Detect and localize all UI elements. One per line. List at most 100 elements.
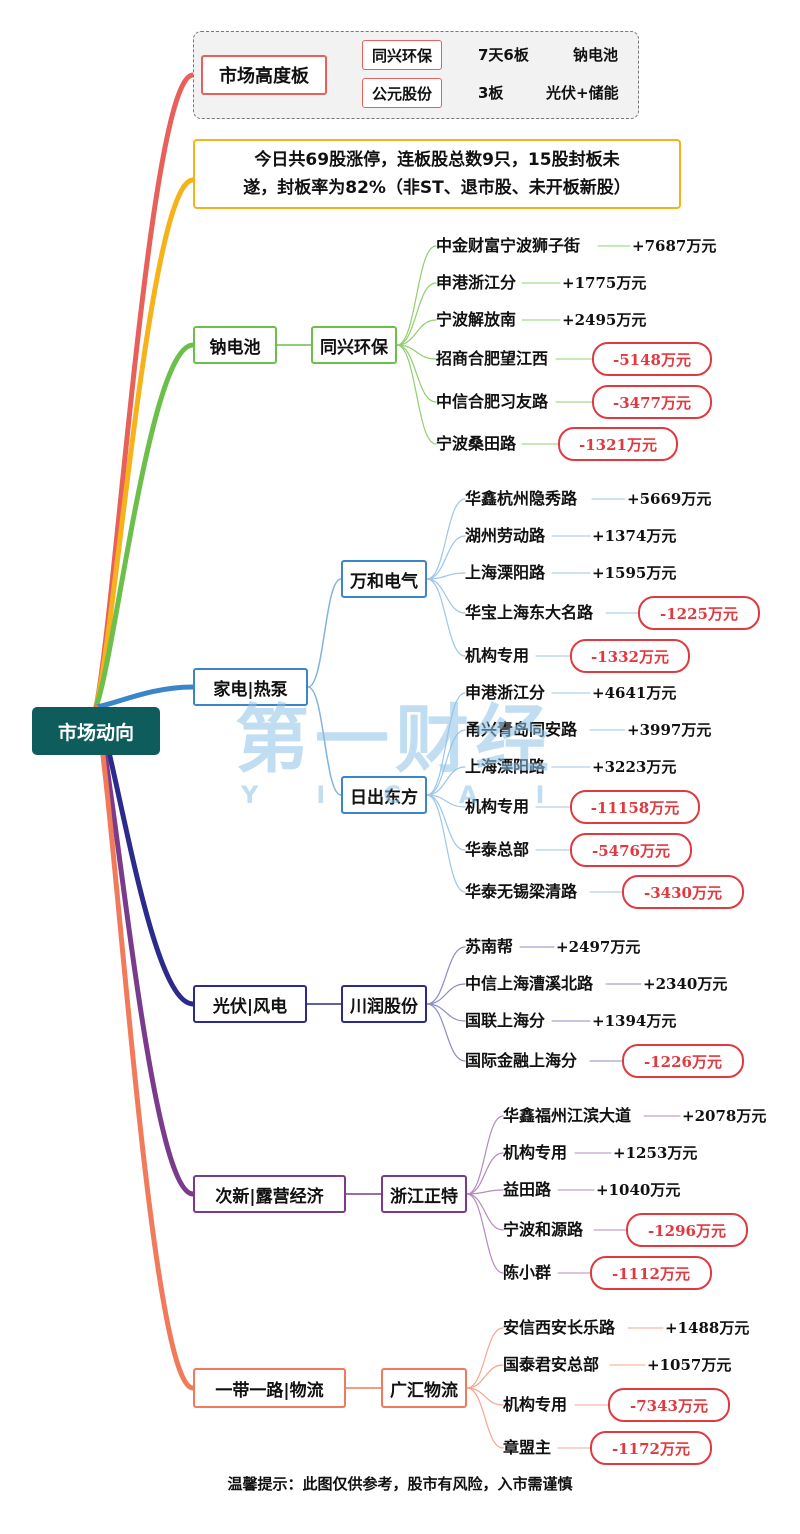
seat-amount: +1775万元 bbox=[562, 274, 647, 292]
seat-amount: +2495万元 bbox=[562, 311, 647, 329]
link-line bbox=[426, 1003, 466, 1062]
height-board-stock: 同兴环保 bbox=[362, 40, 442, 70]
seat-amount: +2340万元 bbox=[643, 975, 728, 993]
link-line bbox=[396, 344, 437, 445]
height-board-stock: 公元股份 bbox=[362, 78, 442, 108]
height-board-theme: 光伏+储能 bbox=[546, 84, 619, 102]
seat-amount: +4641万元 bbox=[592, 684, 677, 702]
seat-amount: +7687万元 bbox=[632, 237, 717, 255]
seat-amount-negative: -1112万元 bbox=[590, 1256, 712, 1290]
seat-name: 招商合肥望江西 bbox=[436, 349, 549, 368]
seat-name: 国际金融上海分 bbox=[465, 1051, 578, 1070]
seat-name: 华泰总部 bbox=[465, 840, 530, 859]
risk-disclaimer: 温馨提示：此图仅供参考，股市有风险，入市需谨慎 bbox=[227, 1475, 573, 1493]
seat-name: 苏南帮 bbox=[465, 937, 514, 956]
seat-amount-negative: -5148万元 bbox=[592, 342, 712, 376]
link-line bbox=[426, 794, 466, 851]
seat-amount: +1488万元 bbox=[665, 1319, 750, 1337]
link-line bbox=[307, 578, 342, 688]
link-line bbox=[426, 535, 466, 580]
link-line bbox=[396, 344, 437, 403]
seat-name: 申港浙江分 bbox=[465, 683, 546, 702]
seat-name: 机构专用 bbox=[465, 797, 530, 816]
root-branch-line bbox=[93, 684, 196, 710]
link-line bbox=[426, 766, 466, 796]
seat-amount-negative: -7343万元 bbox=[608, 1388, 730, 1422]
seat-amount: +1040万元 bbox=[596, 1181, 681, 1199]
height-board-theme: 钠电池 bbox=[573, 46, 619, 64]
seat-name: 宁波解放南 bbox=[436, 310, 517, 329]
link-line bbox=[466, 1193, 504, 1274]
link-line bbox=[396, 245, 437, 346]
root-node: 市场动向 bbox=[32, 707, 160, 755]
seat-amount-negative: -1172万元 bbox=[590, 1431, 712, 1465]
seat-amount: +1057万元 bbox=[647, 1356, 732, 1374]
link-line bbox=[426, 578, 466, 614]
sector-node: 钠电池 bbox=[193, 326, 277, 364]
root-branch-line bbox=[93, 342, 196, 710]
seat-name: 上海溧阳路 bbox=[465, 757, 546, 776]
link-line bbox=[426, 572, 466, 580]
sector-node: 次新|露营经济 bbox=[193, 1175, 346, 1213]
link-line bbox=[426, 983, 466, 1005]
seat-amount-negative: -11158万元 bbox=[570, 790, 700, 824]
seat-name: 宁波和源路 bbox=[503, 1220, 584, 1239]
link-line bbox=[307, 686, 342, 796]
seat-name: 中信合肥习友路 bbox=[436, 392, 549, 411]
limit-up-stats: 今日共69股涨停，连板股总数9只，15股封板未 遂，封板率为82%（非ST、退市… bbox=[193, 139, 681, 209]
link-line bbox=[466, 1115, 504, 1195]
seat-name: 华泰无锡梁清路 bbox=[465, 882, 578, 901]
stock-node: 浙江正特 bbox=[381, 1175, 467, 1213]
link-line bbox=[426, 794, 466, 808]
link-line bbox=[396, 282, 437, 346]
seat-name: 安信西安长乐路 bbox=[503, 1318, 616, 1337]
stock-node: 广汇物流 bbox=[381, 1368, 467, 1408]
height-board-boards: 7天6板 bbox=[478, 46, 529, 64]
stats-line-2: 遂，封板率为82%（非ST、退市股、未开板新股） bbox=[243, 178, 631, 198]
seat-name: 益田路 bbox=[503, 1180, 552, 1199]
seat-amount-negative: -1332万元 bbox=[570, 639, 690, 673]
root-branch-line bbox=[93, 704, 196, 1197]
seat-name: 甬兴青岛同安路 bbox=[465, 720, 578, 739]
height-board-title: 市场高度板 bbox=[201, 55, 327, 95]
seat-amount: +1394万元 bbox=[592, 1012, 677, 1030]
seat-name: 中金财富宁波狮子街 bbox=[436, 236, 581, 255]
stats-line-1: 今日共69股涨停，连板股总数9只，15股封板未 bbox=[254, 150, 620, 170]
seat-amount: +3223万元 bbox=[592, 758, 677, 776]
link-line bbox=[426, 692, 466, 796]
seat-name: 华宝上海东大名路 bbox=[465, 603, 594, 622]
sector-node: 家电|热泵 bbox=[193, 668, 308, 706]
link-line bbox=[396, 319, 437, 346]
link-line bbox=[466, 1387, 504, 1449]
seat-name: 章盟主 bbox=[503, 1438, 552, 1457]
seat-amount-negative: -1225万元 bbox=[638, 596, 760, 630]
seat-name: 机构专用 bbox=[465, 646, 530, 665]
seat-amount-negative: -3477万元 bbox=[592, 385, 712, 419]
seat-amount-negative: -1321万元 bbox=[558, 427, 678, 461]
sector-node: 光伏|风电 bbox=[193, 985, 307, 1023]
link-line bbox=[426, 794, 466, 893]
seat-name: 机构专用 bbox=[503, 1395, 568, 1414]
seat-amount: +2497万元 bbox=[556, 938, 641, 956]
seat-amount: +1374万元 bbox=[592, 527, 677, 545]
link-line bbox=[466, 1152, 504, 1195]
stock-node: 万和电气 bbox=[341, 560, 427, 598]
seat-amount: +5669万元 bbox=[627, 490, 712, 508]
link-line bbox=[426, 498, 466, 580]
sector-node: 一带一路|物流 bbox=[193, 1368, 346, 1408]
seat-name: 国泰君安总部 bbox=[503, 1355, 600, 1374]
seat-name: 中信上海漕溪北路 bbox=[465, 974, 594, 993]
link-line bbox=[426, 578, 466, 657]
link-line bbox=[466, 1193, 504, 1231]
seat-name: 上海溧阳路 bbox=[465, 563, 546, 582]
seat-name: 华鑫福州江滨大道 bbox=[503, 1106, 632, 1125]
seat-amount-negative: -1226万元 bbox=[622, 1044, 744, 1078]
root-branch-line bbox=[93, 177, 196, 710]
stock-node: 同兴环保 bbox=[311, 326, 397, 364]
seat-amount-negative: -1296万元 bbox=[626, 1213, 748, 1247]
stock-node: 日出东方 bbox=[341, 776, 427, 814]
seat-amount: +3997万元 bbox=[627, 721, 712, 739]
link-line bbox=[466, 1327, 504, 1389]
